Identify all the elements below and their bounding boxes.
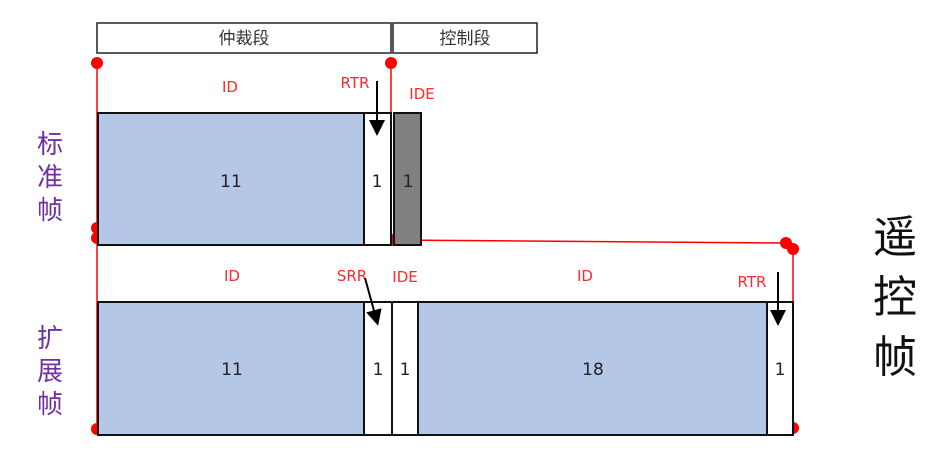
- extended-rtr-annotation: RTR: [738, 273, 767, 291]
- standard-frame: 标 准 帧 ID RTR IDE 11 1 1: [37, 74, 435, 246]
- extended-srr-bits: 1: [373, 360, 384, 380]
- remote-frame-label-char: 控: [873, 272, 917, 323]
- control-segment-label: 控制段: [440, 29, 491, 49]
- arbitration-segment-label: 仲裁段: [219, 29, 270, 49]
- extended-frame-label-char: 扩: [37, 324, 63, 354]
- extended-srr-annotation: SRR: [337, 267, 367, 285]
- extended-id-base-bits: 11: [221, 360, 243, 380]
- extended-id-base-field: [97, 301, 365, 436]
- extended-ide-bits: 1: [400, 360, 411, 380]
- remote-frame-label-char: 遥: [873, 212, 917, 263]
- boundary-dot: [787, 243, 799, 255]
- extended-id-base-annotation: ID: [224, 267, 240, 285]
- standard-rtr-bits: 1: [372, 172, 383, 192]
- standard-ide-bits: 1: [403, 172, 414, 192]
- extended-id-ext-annotation: ID: [577, 267, 593, 285]
- extended-frame-label-char: 展: [37, 357, 63, 387]
- arbitration-segment-header: 仲裁段: [96, 22, 392, 54]
- boundary-dot: [385, 57, 397, 69]
- standard-id-annotation: ID: [222, 78, 238, 96]
- extended-rtr-bits: 1: [775, 360, 786, 380]
- control-segment-header: 控制段: [392, 22, 538, 54]
- extended-frame: 扩 展 帧 ID SRR IDE ID RTR 11 1 1 18 1: [37, 267, 794, 436]
- standard-rtr-annotation: RTR: [341, 74, 370, 92]
- boundary-dot: [91, 57, 103, 69]
- remote-frame-label: 遥 控 帧: [873, 212, 917, 383]
- standard-frame-label-char: 标: [37, 130, 63, 160]
- standard-frame-label-char: 准: [37, 163, 63, 193]
- extended-frame-label-char: 帧: [37, 390, 63, 420]
- standard-frame-label-char: 帧: [37, 196, 63, 226]
- remote-frame-label-char: 帧: [873, 332, 917, 383]
- standard-id-bits: 11: [220, 172, 242, 192]
- standard-ide-annotation: IDE: [409, 85, 434, 103]
- extended-id-ext-bits: 18: [582, 360, 604, 380]
- standard-id-field: [97, 112, 365, 246]
- extended-ide-annotation: IDE: [392, 268, 417, 286]
- extended-srr-arrow: [364, 277, 382, 326]
- standard-ide-field: [393, 112, 422, 246]
